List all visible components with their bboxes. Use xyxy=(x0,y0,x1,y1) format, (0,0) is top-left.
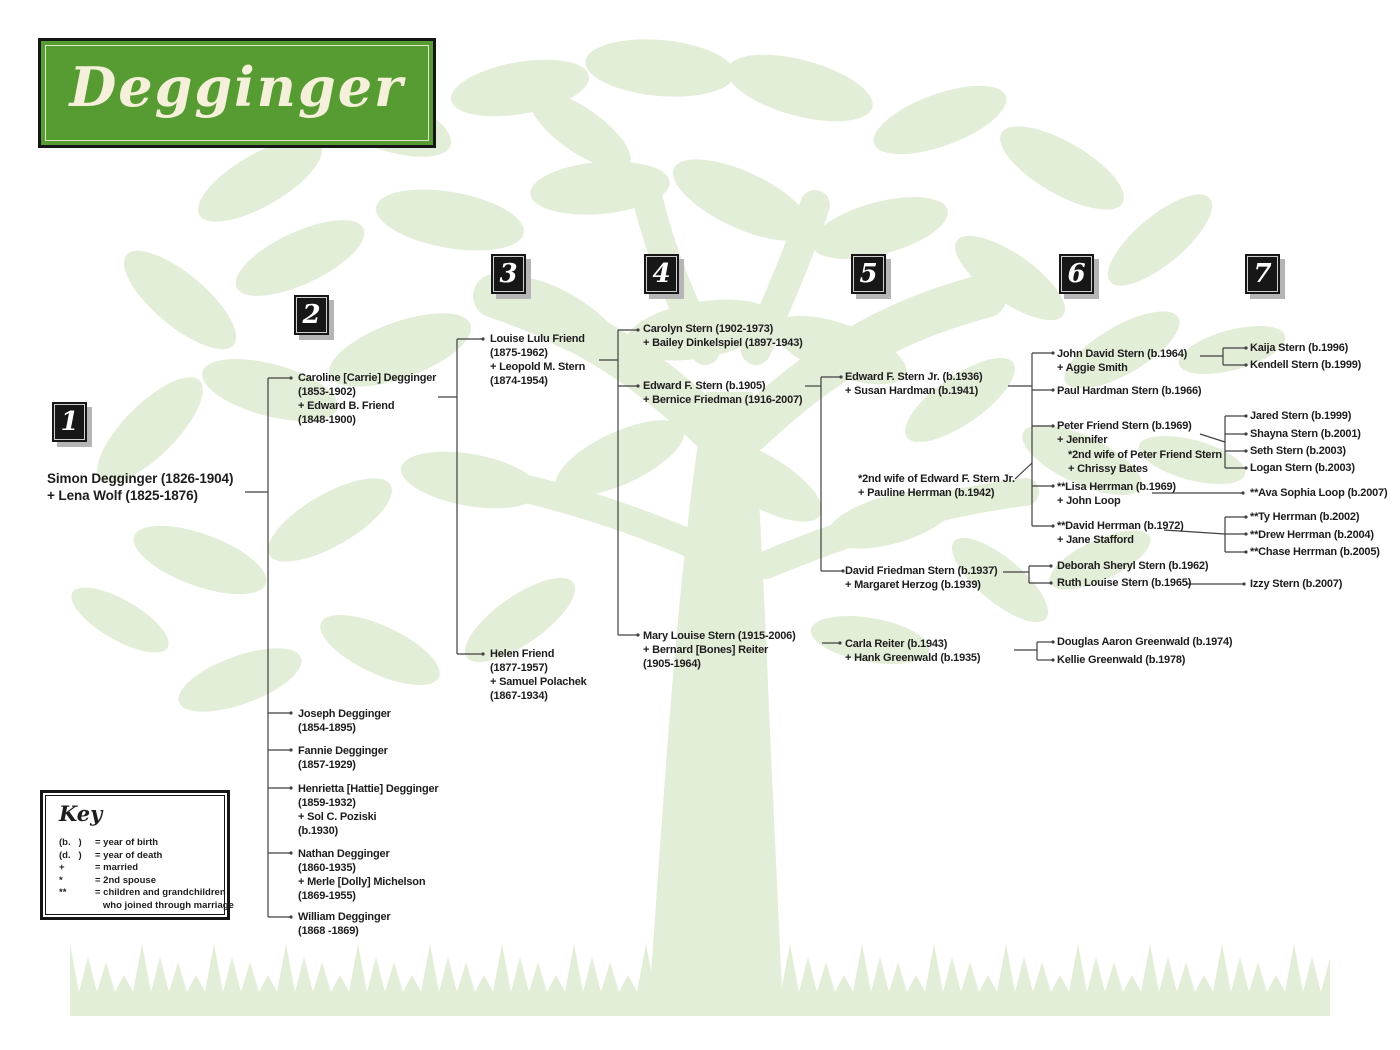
person-node-louise: Louise Lulu Friend(1875-1962)+ Leopold M… xyxy=(490,333,586,387)
generation-number: 1 xyxy=(60,407,79,437)
person-node-henrietta: Henrietta [Hattie] Degginger(1859-1932)+… xyxy=(298,783,439,837)
key-entry-1: (d. ) = year of death xyxy=(59,850,221,863)
person-node-seth: Seth Stern (b.2003) xyxy=(1250,445,1346,457)
generation-badge-3: 3 xyxy=(491,254,526,294)
person-node-david-herrman: **David Herrman (b.1972)+ Jane Stafford xyxy=(1057,520,1184,546)
person-node-deborah: Deborah Sheryl Stern (b.1962) xyxy=(1057,560,1209,572)
person-node-logan: Logan Stern (b.2003) xyxy=(1250,462,1355,474)
key-entry-3: * = 2nd spouse xyxy=(59,875,221,888)
person-node-nathan: Nathan Degginger(1860-1935)+ Merle [Doll… xyxy=(298,848,426,902)
generation-number: 6 xyxy=(1067,259,1086,289)
person-node-joseph: Joseph Degginger(1854-1895) xyxy=(298,708,391,734)
generation-badge-1: 1 xyxy=(52,402,87,442)
person-node-edward-jr: Edward F. Stern Jr. (b.1936)+ Susan Hard… xyxy=(845,371,983,397)
person-node-paul: Paul Hardman Stern (b.1966) xyxy=(1057,385,1202,397)
person-node-ava: **Ava Sophia Loop (b.2007) xyxy=(1250,487,1388,499)
person-node-edward-f-stern: Edward F. Stern (b.1905)+ Bernice Friedm… xyxy=(643,380,803,406)
generation-number: 4 xyxy=(652,259,671,289)
person-node-edward-jr-2nd-wife: *2nd wife of Edward F. Stern Jr.+ Paulin… xyxy=(858,473,1015,499)
generation-badge-5: 5 xyxy=(851,254,886,294)
key-entry-4: ** = children and grandchildren who joine… xyxy=(59,887,234,912)
person-node-ty: **Ty Herrman (b.2002) xyxy=(1250,511,1360,523)
person-node-lisa: **Lisa Herrman (b.1969)+ John Loop xyxy=(1057,481,1176,507)
person-node-mary-louise: Mary Louise Stern (1915-2006)+ Bernard [… xyxy=(643,630,796,670)
person-node-izzy: Izzy Stern (b.2007) xyxy=(1250,578,1343,590)
family-title-box: Degginger xyxy=(38,38,436,148)
key-meaning: = married xyxy=(95,862,139,873)
key-symbol: + xyxy=(59,862,65,873)
generation-number: 2 xyxy=(302,300,321,330)
key-entries: (b. ) = year of birth (d. ) = year of death… xyxy=(59,837,234,912)
key-symbol: (d. ) xyxy=(59,849,82,861)
key-meaning: = children and grandchildren who joined … xyxy=(95,887,234,911)
person-node-william: William Degginger(1868 -1869) xyxy=(298,911,391,937)
key-box: Key (b. ) = year of birth (d. ) = year of d… xyxy=(40,790,234,920)
generation-badge-7: 7 xyxy=(1245,254,1280,294)
person-node-douglas: Douglas Aaron Greenwald (b.1974) xyxy=(1057,636,1233,648)
person-node-ruth: Ruth Louise Stern (b.1965) xyxy=(1057,577,1192,589)
key-meaning: = year of birth xyxy=(95,837,159,848)
generation-badge-4: 4 xyxy=(644,254,679,294)
person-node-john-david: John David Stern (b.1964)+ Aggie Smith xyxy=(1057,348,1188,374)
generation-badge-6: 6 xyxy=(1059,254,1094,294)
person-node-kaija: Kaija Stern (b.1996) xyxy=(1250,342,1349,354)
person-node-shayna: Shayna Stern (b.2001) xyxy=(1250,428,1361,440)
person-node-fannie: Fannie Degginger(1857-1929) xyxy=(298,745,388,771)
person-node-peter: Peter Friend Stern (b.1969)+ Jennifer xyxy=(1057,420,1192,446)
generation-number: 5 xyxy=(859,259,878,289)
family-title: Degginger xyxy=(69,55,405,119)
person-node-chase: **Chase Herrman (b.2005) xyxy=(1250,546,1380,558)
person-node-jared: Jared Stern (b.1999) xyxy=(1250,410,1352,422)
generation-badge-2: 2 xyxy=(294,295,329,335)
key-symbol: * xyxy=(59,874,63,886)
key-symbol: ** xyxy=(59,887,67,898)
person-node-carla: Carla Reiter (b.1943)+ Hank Greenwald (b… xyxy=(845,638,981,664)
key-meaning: = 2nd spouse xyxy=(95,874,156,886)
person-node-kendell: Kendell Stern (b.1999) xyxy=(1250,359,1362,371)
key-meaning: = year of death xyxy=(95,849,163,861)
person-node-drew: **Drew Herrman (b.2004) xyxy=(1250,529,1374,541)
person-node-kellie: Kellie Greenwald (b.1978) xyxy=(1057,654,1186,666)
person-node-caroline: Caroline [Carrie] Degginger(1853-1902)+ … xyxy=(298,372,437,426)
person-node-peter-2nd-wife: *2nd wife of Peter Friend Stern+ Chrissy… xyxy=(1068,449,1222,475)
person-node-david-friedman: David Friedman Stern (b.1937)+ Margaret … xyxy=(845,565,998,591)
key-entry-0: (b. ) = year of birth xyxy=(59,837,221,850)
person-node-simon: Simon Degginger (1826-1904)+ Lena Wolf (… xyxy=(47,471,234,503)
key-entry-2: + = married xyxy=(59,862,221,875)
person-node-helen: Helen Friend(1877-1957)+ Samuel Polachek… xyxy=(490,648,587,702)
key-symbol: (b. ) xyxy=(59,837,82,848)
generation-number: 7 xyxy=(1253,259,1272,289)
person-node-carolyn: Carolyn Stern (1902-1973)+ Bailey Dinkel… xyxy=(643,323,803,349)
generation-number: 3 xyxy=(499,259,518,289)
key-title: Key xyxy=(59,801,103,826)
